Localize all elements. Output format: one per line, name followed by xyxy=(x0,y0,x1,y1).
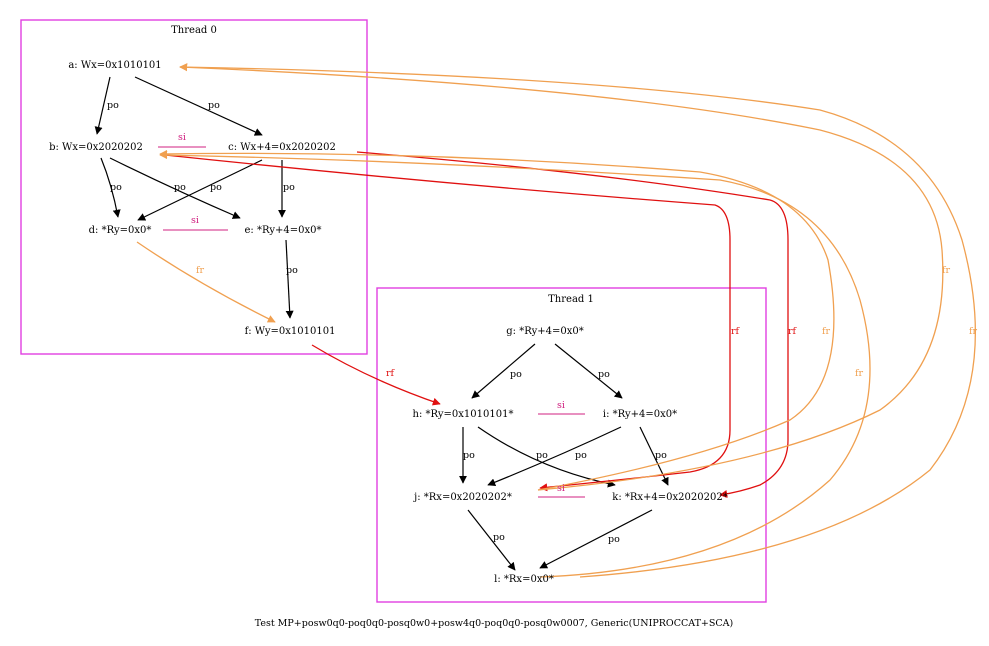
cluster-thread-1: Thread 1 xyxy=(376,287,767,603)
edge-label-b-e: po xyxy=(174,182,186,193)
edge-label-i-j: po xyxy=(575,450,587,461)
edge-labels: po po si po po po po si po fr rf po po s… xyxy=(107,100,978,545)
cluster-thread-0-label: Thread 0 xyxy=(171,25,217,36)
edge-d-f xyxy=(136,241,276,323)
graph-caption: Test MP+posw0q0-poq0q0-posq0w0+posw4q0-p… xyxy=(255,618,733,629)
edge-label-a-b: po xyxy=(107,100,119,111)
edge-label-b-c: si xyxy=(178,132,186,143)
edge-e-f xyxy=(285,239,294,319)
edge-label-k-l: po xyxy=(608,534,620,545)
edge-label-c-k: rf xyxy=(788,326,798,337)
edge-label-g-i: po xyxy=(598,369,610,380)
node-a: a: Wx=0x1010101 xyxy=(68,60,161,71)
edge-label-a-c: po xyxy=(208,100,220,111)
nodes: a: Wx=0x1010101 b: Wx=0x2020202 c: Wx+4=… xyxy=(49,60,728,585)
edge-c-k xyxy=(356,151,789,498)
edge-label-l-a: fr xyxy=(969,326,978,337)
edge-label-j-a: fr xyxy=(942,265,951,276)
edge-a-b xyxy=(94,76,111,135)
cluster-thread-1-label: Thread 1 xyxy=(548,294,594,305)
edge-c-d xyxy=(137,159,263,221)
edge-label-i-k: po xyxy=(655,450,667,461)
edge-l-b xyxy=(159,151,871,578)
rf-edges xyxy=(164,151,789,498)
node-f: f: Wy=0x1010101 xyxy=(245,326,336,337)
node-l: l: *Rx=0x0* xyxy=(494,574,554,585)
edge-label-h-i: si xyxy=(557,400,565,411)
node-g: g: *Ry+4=0x0* xyxy=(506,326,583,337)
edge-label-b-d: po xyxy=(110,182,122,193)
si-edges xyxy=(158,146,585,498)
node-d: d: *Ry=0x0* xyxy=(89,225,152,236)
node-j: j: *Rx=0x2020202* xyxy=(413,492,512,503)
edge-label-d-f: fr xyxy=(196,265,205,276)
edge-label-l-b: fr xyxy=(855,368,864,379)
edge-label-f-h: rf xyxy=(386,368,396,379)
edge-label-g-h: po xyxy=(510,369,522,380)
edge-a-c xyxy=(134,76,263,136)
node-c: c: Wx+4=0x2020202 xyxy=(228,142,336,153)
edge-i-j xyxy=(487,426,622,487)
edge-g-h xyxy=(471,343,536,399)
edge-label-j-l: po xyxy=(493,532,505,543)
fr-edges xyxy=(136,63,976,578)
node-b: b: Wx=0x2020202 xyxy=(49,142,143,153)
edge-j-l xyxy=(467,509,516,571)
edge-f-h xyxy=(311,344,441,406)
edge-h-k xyxy=(477,426,616,488)
node-k: k: *Rx+4=0x2020202* xyxy=(612,492,727,503)
edge-label-d-e: si xyxy=(191,215,199,226)
edge-k-l xyxy=(539,509,653,569)
edge-label-j-b: fr xyxy=(822,326,831,337)
edge-j-b xyxy=(159,149,835,491)
edge-j-a xyxy=(179,63,944,491)
edge-g-i xyxy=(554,343,623,399)
edge-label-c-d: po xyxy=(210,182,222,193)
node-h: h: *Ry=0x1010101* xyxy=(413,409,514,420)
edge-l-a xyxy=(179,63,976,578)
edge-label-e-f: po xyxy=(286,265,298,276)
cluster-thread-0: Thread 0 xyxy=(20,19,368,355)
edge-b-e xyxy=(109,157,241,219)
edge-label-c-e: po xyxy=(283,182,295,193)
edge-b-d xyxy=(100,157,121,218)
node-e: e: *Ry+4=0x0* xyxy=(245,225,322,236)
po-edges xyxy=(94,76,669,571)
node-i: i: *Ry+4=0x0* xyxy=(603,409,677,420)
edge-label-b-j: rf xyxy=(731,326,741,337)
edge-label-j-k: si xyxy=(557,483,565,494)
edge-label-h-j: po xyxy=(463,450,475,461)
edge-label-h-k: po xyxy=(536,450,548,461)
